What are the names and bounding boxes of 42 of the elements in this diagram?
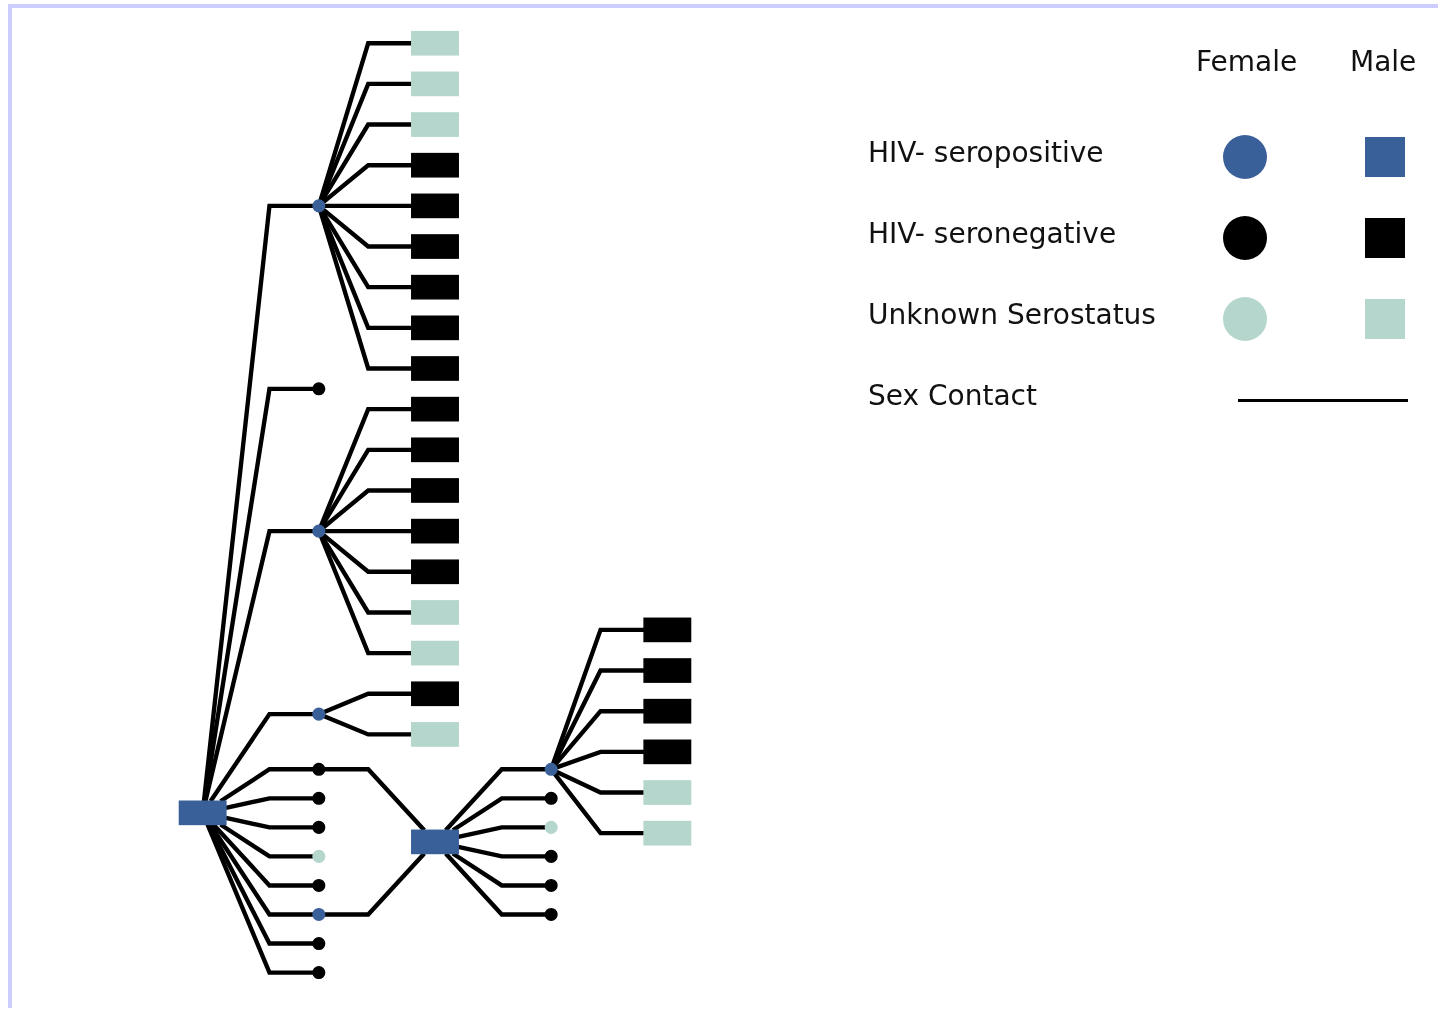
connector (324, 203, 412, 209)
connector (323, 691, 412, 714)
connector (321, 163, 412, 204)
legend-label: Sex Contact (868, 379, 1037, 412)
legend-label: Unknown Serostatus (868, 298, 1156, 331)
connector (320, 122, 412, 203)
connector (225, 815, 313, 830)
connector (319, 407, 412, 527)
connector (205, 823, 313, 975)
connector (208, 711, 313, 803)
connector (324, 767, 426, 832)
connector (451, 796, 546, 833)
connector (202, 386, 313, 802)
column-header: Male (1350, 45, 1417, 78)
connector (320, 447, 412, 528)
connector (318, 41, 412, 201)
connector (318, 210, 412, 371)
connector (324, 852, 426, 917)
connector (219, 822, 313, 859)
connector (553, 709, 645, 767)
connector (321, 488, 412, 530)
connector (219, 767, 313, 804)
connector (201, 203, 313, 802)
connector (225, 796, 313, 810)
connector (444, 852, 546, 917)
legend-label: HIV- seropositive (868, 136, 1104, 169)
connector (551, 627, 645, 765)
connector (555, 749, 645, 770)
connector (324, 528, 412, 534)
column-header: Female (1196, 45, 1298, 78)
connector (320, 209, 412, 290)
legend-label: HIV- seronegative (868, 217, 1117, 250)
connector (211, 823, 313, 888)
connector (323, 714, 412, 737)
connector (553, 772, 645, 836)
connector (555, 769, 645, 795)
connector (444, 767, 546, 832)
connector (451, 851, 546, 888)
connector (320, 534, 412, 615)
connector (321, 207, 412, 249)
connector (321, 533, 412, 574)
connector (319, 535, 412, 656)
